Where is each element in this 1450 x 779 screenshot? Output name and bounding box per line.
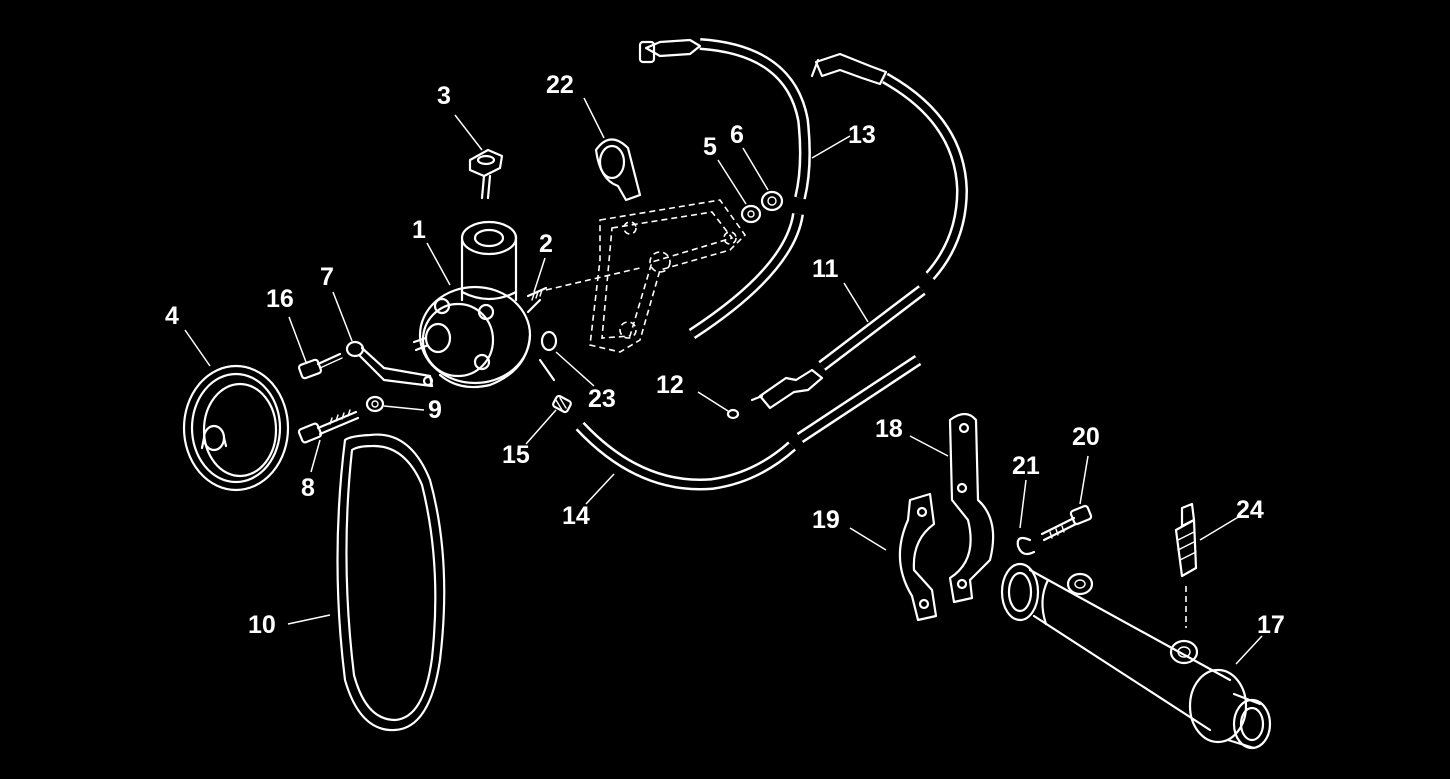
callout-10: 10: [248, 611, 276, 639]
callout-3: 3: [437, 82, 451, 110]
callout-14: 14: [562, 502, 590, 530]
callout-23: 23: [588, 385, 616, 413]
cooler-tube-17: [1000, 562, 1272, 750]
callout-21: 21: [1012, 452, 1040, 480]
bolt-16: [297, 352, 343, 380]
bleeder-fitting-24: [1174, 502, 1198, 628]
power-steering-pump: [412, 220, 556, 389]
callout-6: 6: [730, 121, 744, 149]
pulley: [182, 364, 290, 492]
adjuster-bracket: [345, 340, 434, 388]
bolt-8: [297, 409, 360, 444]
callout-13: 13: [848, 121, 876, 149]
hose-11: [750, 285, 926, 410]
o-ring-12: [726, 408, 740, 420]
callout-7: 7: [320, 263, 334, 291]
lock-washer-21: [1016, 536, 1036, 556]
washer-5: [740, 204, 762, 224]
callout-8: 8: [301, 474, 315, 502]
stud-2: [526, 286, 548, 301]
callout-1: 1: [412, 216, 426, 244]
leader-lines: [184, 97, 1263, 665]
return-hose-13b: [810, 52, 969, 280]
clamp-18: [948, 412, 995, 604]
alignment-line: [545, 267, 641, 291]
nut-6: [760, 190, 784, 212]
callout-17: 17: [1257, 611, 1285, 639]
filler-cap: [468, 148, 504, 200]
drive-belt: [336, 433, 446, 732]
callout-16: 16: [266, 285, 294, 313]
nut-9: [365, 395, 385, 413]
callout-9: 9: [428, 396, 442, 424]
callout-20: 20: [1072, 423, 1100, 451]
fitting-15: [552, 394, 572, 414]
callout-18: 18: [875, 415, 903, 443]
callout-4: 4: [165, 302, 179, 330]
callout-labels: 1 2 3 4 5 6 7 8 9 10 11 12 13 14 15 16 1…: [165, 71, 1285, 639]
bolt-20: [1040, 504, 1093, 542]
callout-24: 24: [1236, 496, 1264, 524]
hose-14: [575, 354, 922, 491]
callout-2: 2: [539, 230, 553, 258]
callout-22: 22: [546, 71, 574, 99]
callout-5: 5: [703, 133, 717, 161]
mounting-bracket: [589, 199, 747, 353]
callout-15: 15: [502, 441, 530, 469]
pressure-hose-13: [638, 38, 811, 340]
washer-23: [540, 330, 558, 352]
callout-11: 11: [812, 255, 839, 283]
clamp-19: [898, 492, 938, 622]
callout-12: 12: [656, 371, 684, 399]
callout-19: 19: [812, 506, 840, 534]
hose-clamp-22: [594, 138, 642, 202]
